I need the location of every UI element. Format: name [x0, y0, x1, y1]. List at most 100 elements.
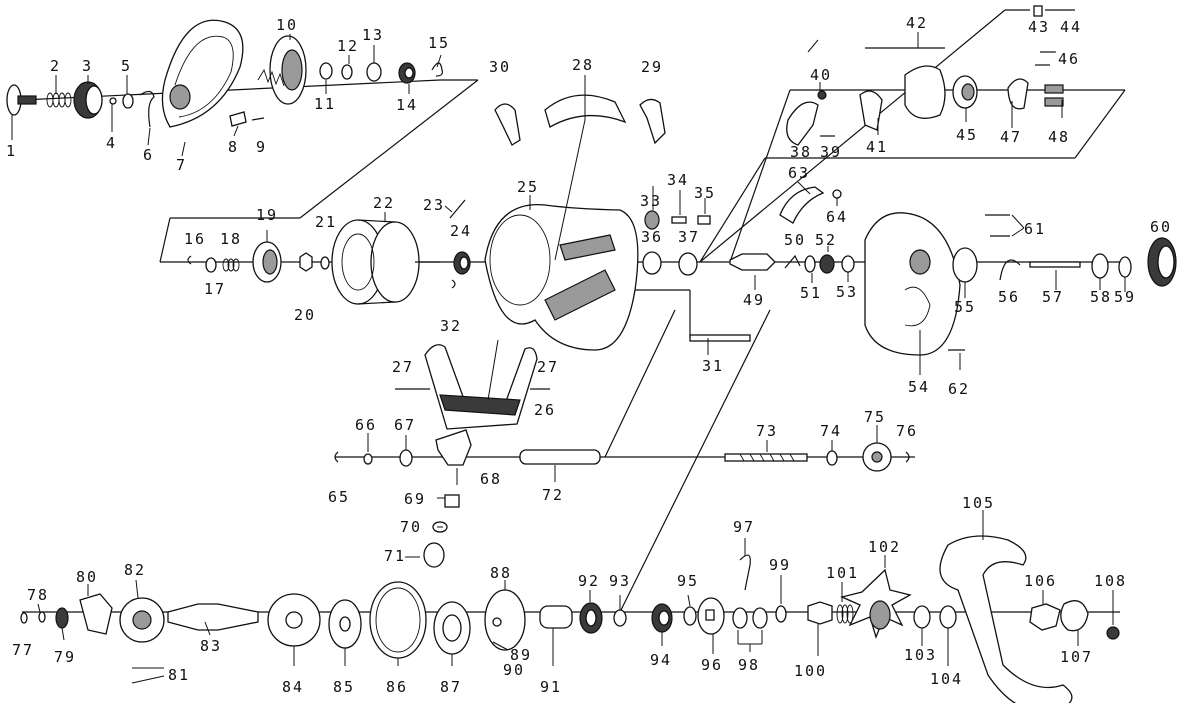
callout-27-left: 27	[392, 358, 414, 376]
callout-48: 48	[1048, 128, 1070, 146]
part-68-line-guide	[435, 429, 472, 466]
callout-58: 58	[1090, 288, 1112, 306]
part-73-worm-shaft	[724, 453, 808, 462]
callout-43: 43	[1028, 18, 1050, 36]
callout-74: 74	[820, 422, 842, 440]
callout-108: 108	[1094, 572, 1127, 590]
callout-73: 73	[756, 422, 778, 440]
callout-53: 53	[836, 283, 858, 301]
callout-leaders	[11, 32, 1126, 684]
callout-85: 85	[333, 678, 355, 696]
callout-59: 59	[1114, 288, 1136, 306]
callout-33: 33	[640, 192, 662, 210]
callout-93: 93	[609, 572, 631, 590]
callout-55: 55	[954, 298, 976, 316]
callout-83: 83	[200, 637, 222, 655]
part-26-thumb-bar	[424, 344, 538, 430]
callout-13: 13	[362, 26, 384, 44]
callout-18: 18	[220, 230, 242, 248]
part-86-main-gear	[369, 581, 427, 659]
callout-75: 75	[864, 408, 886, 426]
callout-9: 9	[256, 138, 267, 156]
callout-89: 89	[510, 646, 532, 664]
callout-52: 52	[815, 231, 837, 249]
callout-40: 40	[810, 66, 832, 84]
part-91-bush	[539, 605, 573, 629]
callout-81: 81	[168, 666, 190, 684]
callout-41: 41	[866, 138, 888, 156]
part-100-nut	[807, 601, 833, 625]
callout-16: 16	[184, 230, 206, 248]
callout-23: 23	[423, 196, 445, 214]
callout-24: 24	[450, 222, 472, 240]
callout-86: 86	[386, 678, 408, 696]
callout-101: 101	[826, 564, 859, 582]
callout-67: 67	[394, 416, 416, 434]
callout-11: 11	[314, 95, 336, 113]
callout-27-right: 27	[537, 358, 559, 376]
part-72-tube	[519, 449, 601, 465]
callout-numbers: 1 2 3 4 5 6 7 8 9 10 11 12 13 14 15 16 1…	[6, 14, 1170, 696]
callout-32: 32	[440, 317, 462, 335]
callout-80: 80	[76, 568, 98, 586]
part-1-screw-shank	[17, 95, 37, 105]
callout-19: 19	[256, 206, 278, 224]
part-71	[423, 542, 445, 568]
callout-99: 99	[769, 556, 791, 574]
callout-15: 15	[428, 34, 450, 52]
callout-69: 69	[404, 490, 426, 508]
callout-28: 28	[572, 56, 594, 74]
callout-17: 17	[204, 280, 226, 298]
callout-91: 91	[540, 678, 562, 696]
callout-12: 12	[337, 37, 359, 55]
part-20-clip	[299, 252, 313, 272]
parts	[6, 5, 1177, 703]
part-36-bearing	[642, 251, 662, 275]
callout-51: 51	[800, 284, 822, 302]
callout-94: 94	[650, 651, 672, 669]
part-2-spring	[46, 92, 72, 108]
callout-20: 20	[294, 306, 316, 324]
part-30-lever	[494, 103, 521, 146]
callout-66: 66	[355, 416, 377, 434]
callout-35: 35	[694, 184, 716, 202]
part-55-ring	[952, 247, 978, 283]
callout-47: 47	[1000, 128, 1022, 146]
callout-37: 37	[678, 228, 700, 246]
part-49-pinion	[729, 253, 776, 271]
callout-96: 96	[701, 656, 723, 674]
callout-25: 25	[517, 178, 539, 196]
callout-29: 29	[641, 58, 663, 76]
callout-103: 103	[904, 646, 937, 664]
callout-8: 8	[228, 138, 239, 156]
callout-5: 5	[121, 57, 132, 75]
callout-21: 21	[315, 213, 337, 231]
callout-77: 77	[12, 641, 34, 659]
part-42-bracket	[904, 65, 946, 119]
callout-98: 98	[738, 656, 760, 674]
part-15-clip	[431, 62, 443, 77]
part-47-plate	[1007, 78, 1029, 110]
callout-7: 7	[176, 156, 187, 174]
part-25-frame	[484, 203, 639, 351]
part-88-drag-plate	[484, 589, 526, 651]
callout-92: 92	[578, 572, 600, 590]
callout-31: 31	[702, 357, 724, 375]
callout-95: 95	[677, 572, 699, 590]
part-8-plate	[229, 111, 247, 127]
callout-3: 3	[82, 57, 93, 75]
part-105-handle	[939, 535, 1073, 703]
callout-50: 50	[784, 231, 806, 249]
callout-2: 2	[50, 57, 61, 75]
callout-4: 4	[106, 134, 117, 152]
callout-64: 64	[826, 208, 848, 226]
callout-36: 36	[641, 228, 663, 246]
callout-10: 10	[276, 16, 298, 34]
callout-26: 26	[534, 401, 556, 419]
part-54-side-cover	[864, 212, 961, 356]
part-97-spring	[739, 554, 751, 591]
callout-90: 90	[503, 661, 525, 679]
part-106-nut	[1029, 603, 1061, 631]
callout-88: 88	[490, 564, 512, 582]
callout-68: 68	[480, 470, 502, 488]
